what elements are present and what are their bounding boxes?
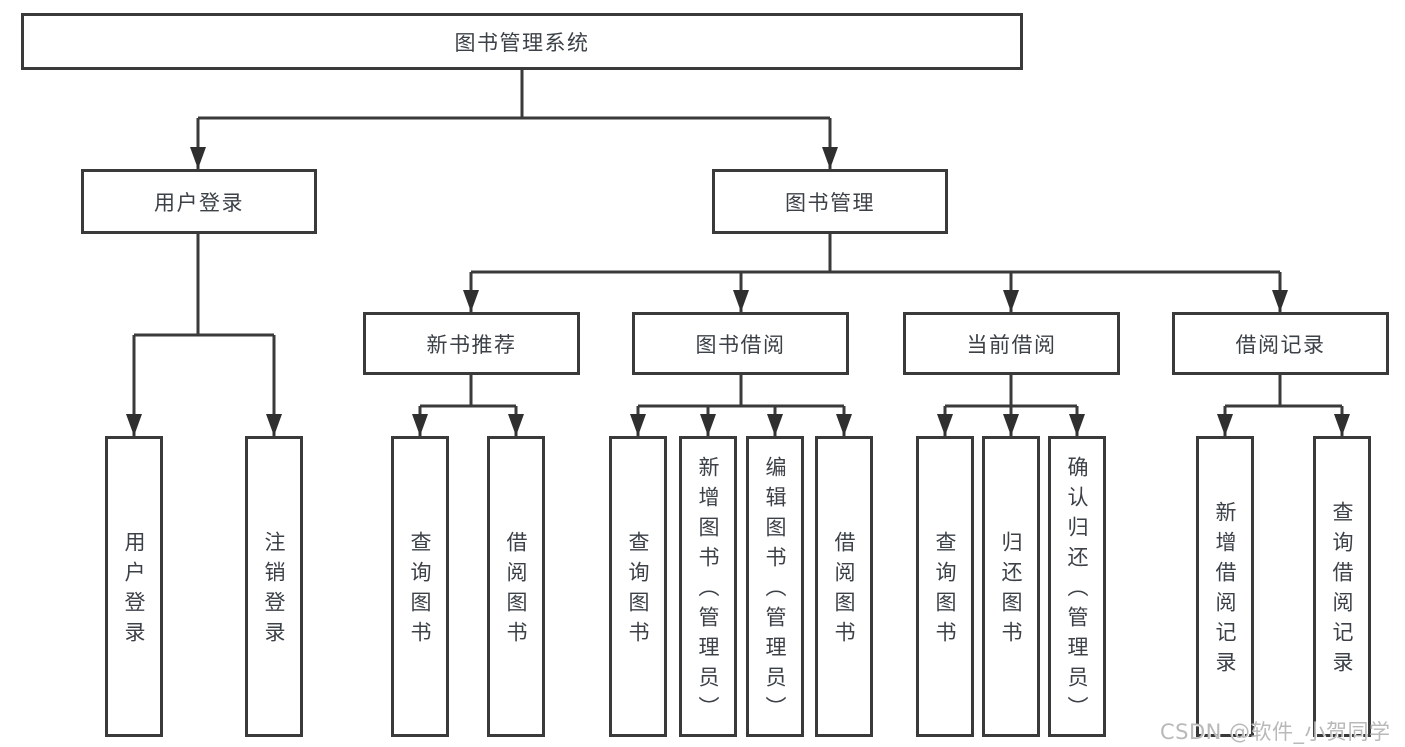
node-book-management: 图书管理 xyxy=(712,169,948,234)
leaf-user-login: 用户登录 xyxy=(105,436,163,737)
leaf-query-borrow-record-label: 查询借阅记录 xyxy=(1330,501,1355,681)
leaf-return-book-label: 归还图书 xyxy=(999,531,1024,651)
node-borrow-record: 借阅记录 xyxy=(1172,312,1389,375)
leaf-add-book-admin-label: 新增图书（管理员） xyxy=(696,456,721,726)
leaf-borrow-book: 借阅图书 xyxy=(815,436,873,737)
leaf-query-book-current-label: 查询图书 xyxy=(933,531,958,651)
leaf-query-book-borrow: 查询图书 xyxy=(609,436,667,737)
node-library-system: 图书管理系统 xyxy=(21,13,1023,70)
leaf-borrow-book-recommend: 借阅图书 xyxy=(487,436,545,737)
leaf-edit-book-admin-label: 编辑图书（管理员） xyxy=(763,456,788,726)
leaf-borrow-book-recommend-label: 借阅图书 xyxy=(504,531,529,651)
arrowhead-icons xyxy=(126,147,1350,436)
leaf-add-borrow-record: 新增借阅记录 xyxy=(1196,436,1254,737)
leaf-logout-label: 注销登录 xyxy=(262,531,287,651)
watermark: CSDN @软件_小贺同学 xyxy=(1160,720,1391,744)
node-new-book-recommend: 新书推荐 xyxy=(363,312,580,375)
node-book-borrow: 图书借阅 xyxy=(632,312,849,375)
leaf-borrow-book-label: 借阅图书 xyxy=(832,531,857,651)
leaf-add-borrow-record-label: 新增借阅记录 xyxy=(1213,501,1238,681)
leaf-query-book-recommend-label: 查询图书 xyxy=(408,531,433,651)
leaf-query-book-current: 查询图书 xyxy=(916,436,974,737)
node-user-login: 用户登录 xyxy=(81,169,317,234)
leaf-user-login-label: 用户登录 xyxy=(122,531,147,651)
leaf-confirm-return-admin: 确认归还（管理员） xyxy=(1048,436,1106,737)
leaf-logout: 注销登录 xyxy=(245,436,303,737)
leaf-confirm-return-admin-label: 确认归还（管理员） xyxy=(1065,456,1090,726)
leaf-query-book-borrow-label: 查询图书 xyxy=(626,531,651,651)
leaf-query-book-recommend: 查询图书 xyxy=(391,436,449,737)
leaf-add-book-admin: 新增图书（管理员） xyxy=(679,436,737,737)
leaf-edit-book-admin: 编辑图书（管理员） xyxy=(746,436,804,737)
node-current-borrow: 当前借阅 xyxy=(903,312,1120,375)
leaf-query-borrow-record: 查询借阅记录 xyxy=(1313,436,1371,737)
leaf-return-book: 归还图书 xyxy=(982,436,1040,737)
